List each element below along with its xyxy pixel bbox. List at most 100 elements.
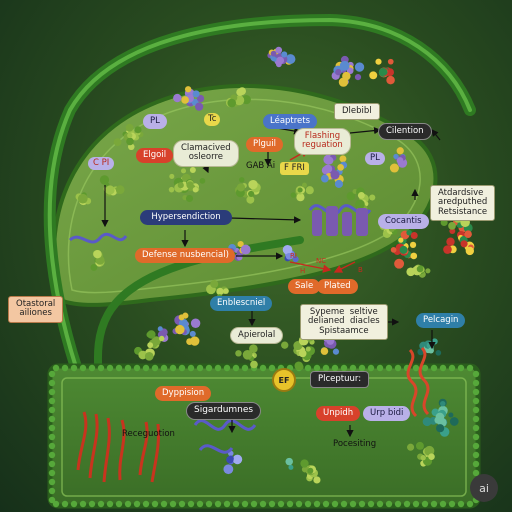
molecule-bead: [246, 195, 255, 204]
molecule-bead: [435, 350, 442, 356]
wall-bead: [48, 460, 56, 468]
wall-bead: [241, 500, 249, 508]
molecule-bead: [428, 347, 434, 354]
molecule-bead: [290, 192, 297, 198]
label-cpi: C PI: [88, 157, 115, 171]
molecule-bead: [460, 240, 468, 248]
lower-cell-inner: [61, 377, 467, 497]
molecule-bead: [147, 342, 154, 349]
molecule-bead: [339, 155, 347, 163]
label-f-fri: F FRI: [280, 162, 309, 176]
molecule-bead: [339, 60, 350, 71]
wall-bead: [88, 364, 96, 372]
wall-bead: [403, 500, 411, 508]
molecule-bead: [464, 230, 472, 238]
wall-bead: [187, 500, 195, 508]
molecule-bead: [285, 252, 293, 260]
molecule-bead: [249, 344, 258, 353]
molecule-bead: [236, 88, 244, 96]
protein-ribbons: [68, 204, 372, 454]
molecule-bead: [300, 459, 309, 468]
molecule-bead: [242, 349, 253, 360]
molecule-bead: [428, 453, 435, 460]
wall-bead: [61, 500, 69, 508]
wall-bead: [286, 500, 294, 508]
ai-watermark-badge: ai: [470, 474, 498, 502]
molecule-bead: [440, 400, 446, 407]
molecule-bead: [420, 455, 426, 461]
wall-bead: [439, 364, 447, 372]
wall-bead: [376, 364, 384, 372]
label-pl-small: PL: [365, 152, 385, 166]
label-plgull: Plguil: [246, 137, 283, 153]
molecule-bead: [320, 347, 329, 355]
wall-bead: [412, 364, 420, 372]
molecule-bead: [190, 318, 201, 328]
molecule-bead: [305, 186, 314, 195]
molecule-bead: [425, 268, 431, 274]
molecule-bead: [240, 244, 251, 255]
wall-bead: [376, 500, 384, 508]
label-hypersendiction: Hypersendiction: [140, 210, 232, 226]
label-receguotion: Receguotion: [122, 429, 175, 439]
wall-bead: [472, 442, 480, 450]
molecule-bead: [288, 464, 294, 470]
wall-bead: [151, 500, 159, 508]
molecule-bead: [199, 178, 206, 184]
molecule-bead: [424, 445, 435, 456]
molecule-bead: [113, 138, 122, 147]
molecule-bead: [282, 244, 293, 255]
wall-bead: [472, 406, 480, 414]
label-tiny-nc: NC: [316, 257, 327, 265]
label-otastoral: Otastoral ailiones: [8, 296, 64, 323]
wall-bead: [124, 364, 132, 372]
molecule-bead: [449, 417, 459, 426]
wall-bead: [394, 500, 402, 508]
molecule-bead: [400, 247, 407, 253]
molecule-bead: [276, 56, 285, 65]
wall-bead: [48, 415, 56, 423]
wall-bead: [70, 500, 78, 508]
molecule-bead: [169, 173, 175, 179]
root-strands: [76, 411, 160, 483]
molecule-bead: [390, 247, 397, 253]
molecule-bead: [292, 256, 299, 263]
molecule-bead: [181, 96, 189, 104]
purple-column-proteins: [312, 206, 368, 236]
wall-bead: [472, 433, 480, 441]
wall-bead: [313, 364, 321, 372]
molecule-bead: [192, 90, 200, 98]
label-cilention: Cilention: [378, 123, 432, 141]
molecule-bead: [354, 62, 365, 72]
wall-bead: [448, 500, 456, 508]
molecule-bead: [281, 51, 288, 58]
wall-bead: [106, 500, 114, 508]
wall-bead: [430, 364, 438, 372]
label-urp-bidi: Urp bidi: [363, 406, 411, 422]
label-sigardumnes: Sigardumnes: [186, 402, 262, 420]
molecule-bead: [346, 191, 356, 201]
molecule-bead: [227, 455, 234, 462]
wall-bead: [48, 406, 56, 414]
stem-vine-inner: [47, 17, 472, 422]
molecule-bead: [196, 94, 205, 103]
molecule-bead: [186, 338, 193, 345]
molecule-bead: [77, 193, 88, 204]
wall-bead: [48, 496, 56, 504]
wall-bead: [268, 364, 276, 372]
label-plceptuur: Plceptuur:: [310, 371, 370, 389]
molecule-bead: [386, 75, 395, 85]
label-plated: Plated: [317, 279, 358, 295]
molecule-bead: [144, 351, 154, 361]
wall-bead: [61, 364, 69, 372]
wall-bead: [115, 364, 123, 372]
wall-bead: [169, 500, 177, 508]
wall-bead: [340, 500, 348, 508]
label-apierolal: Apierolal: [230, 327, 284, 345]
molecule-bead: [355, 199, 365, 210]
wall-bead: [421, 364, 429, 372]
wall-bead: [250, 500, 258, 508]
molecule-bead: [410, 252, 418, 260]
molecule-bead: [448, 222, 456, 230]
wall-bead: [214, 500, 222, 508]
